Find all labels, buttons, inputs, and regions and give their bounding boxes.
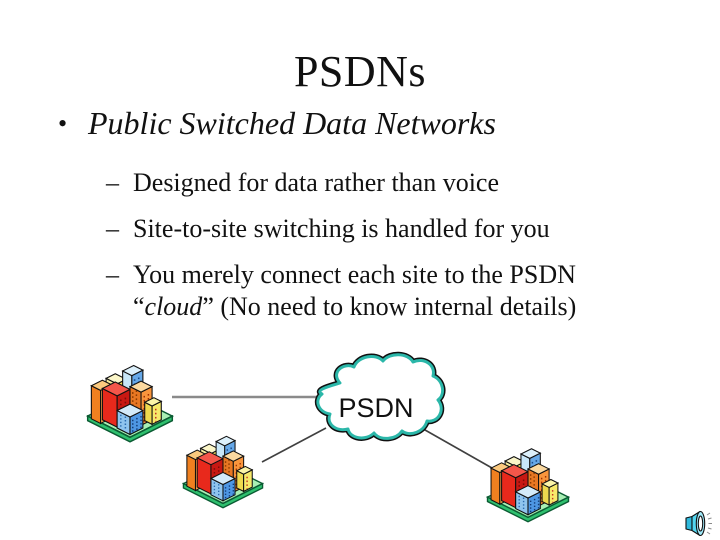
cloud-word-italic: cloud — [144, 291, 203, 321]
bullet-level1: • Public Switched Data Networks — [58, 103, 678, 145]
sub-bullet-3-line2-rest: ” (No need to know internal details) — [202, 291, 577, 321]
sub-bullet-1: – Designed for data rather than voice — [106, 167, 666, 199]
slide-title: PSDNs — [293, 47, 427, 96]
site-buildings-1 — [86, 364, 174, 443]
sub-bullet-2-text: Site-to-site switching is handled for yo… — [133, 214, 550, 243]
psdn-cloud: PSDN — [314, 351, 446, 442]
sub-bullet-3-text: You merely connect each site to the PSDN… — [133, 259, 576, 322]
bullet-level1-text: Public Switched Data Networks — [88, 105, 496, 141]
cloud-label: PSDN — [338, 393, 413, 423]
sub-bullet-3-line1: You merely connect each site to the PSDN — [133, 260, 576, 289]
sub-bullet-3: – You merely connect each site to the PS… — [106, 259, 666, 322]
sub-bullet-2: – Site-to-site switching is handled for … — [106, 213, 666, 245]
cloud-accent-outline — [316, 353, 445, 440]
dash-glyph: – — [106, 168, 119, 197]
sub-bullet-1-text: Designed for data rather than voice — [133, 168, 500, 197]
bullet-glyph: • — [58, 109, 68, 138]
quote-open: “ — [133, 291, 145, 321]
dash-glyph: – — [106, 260, 119, 289]
link-site2-cloud — [261, 427, 327, 463]
dash-glyph: – — [106, 214, 119, 243]
link-site3-cloud — [417, 425, 493, 469]
network-diagram: PSDN — [86, 351, 570, 523]
speaker-icon[interactable] — [683, 508, 713, 538]
site-buildings-2 — [182, 435, 264, 509]
site-buildings-3 — [486, 447, 570, 523]
